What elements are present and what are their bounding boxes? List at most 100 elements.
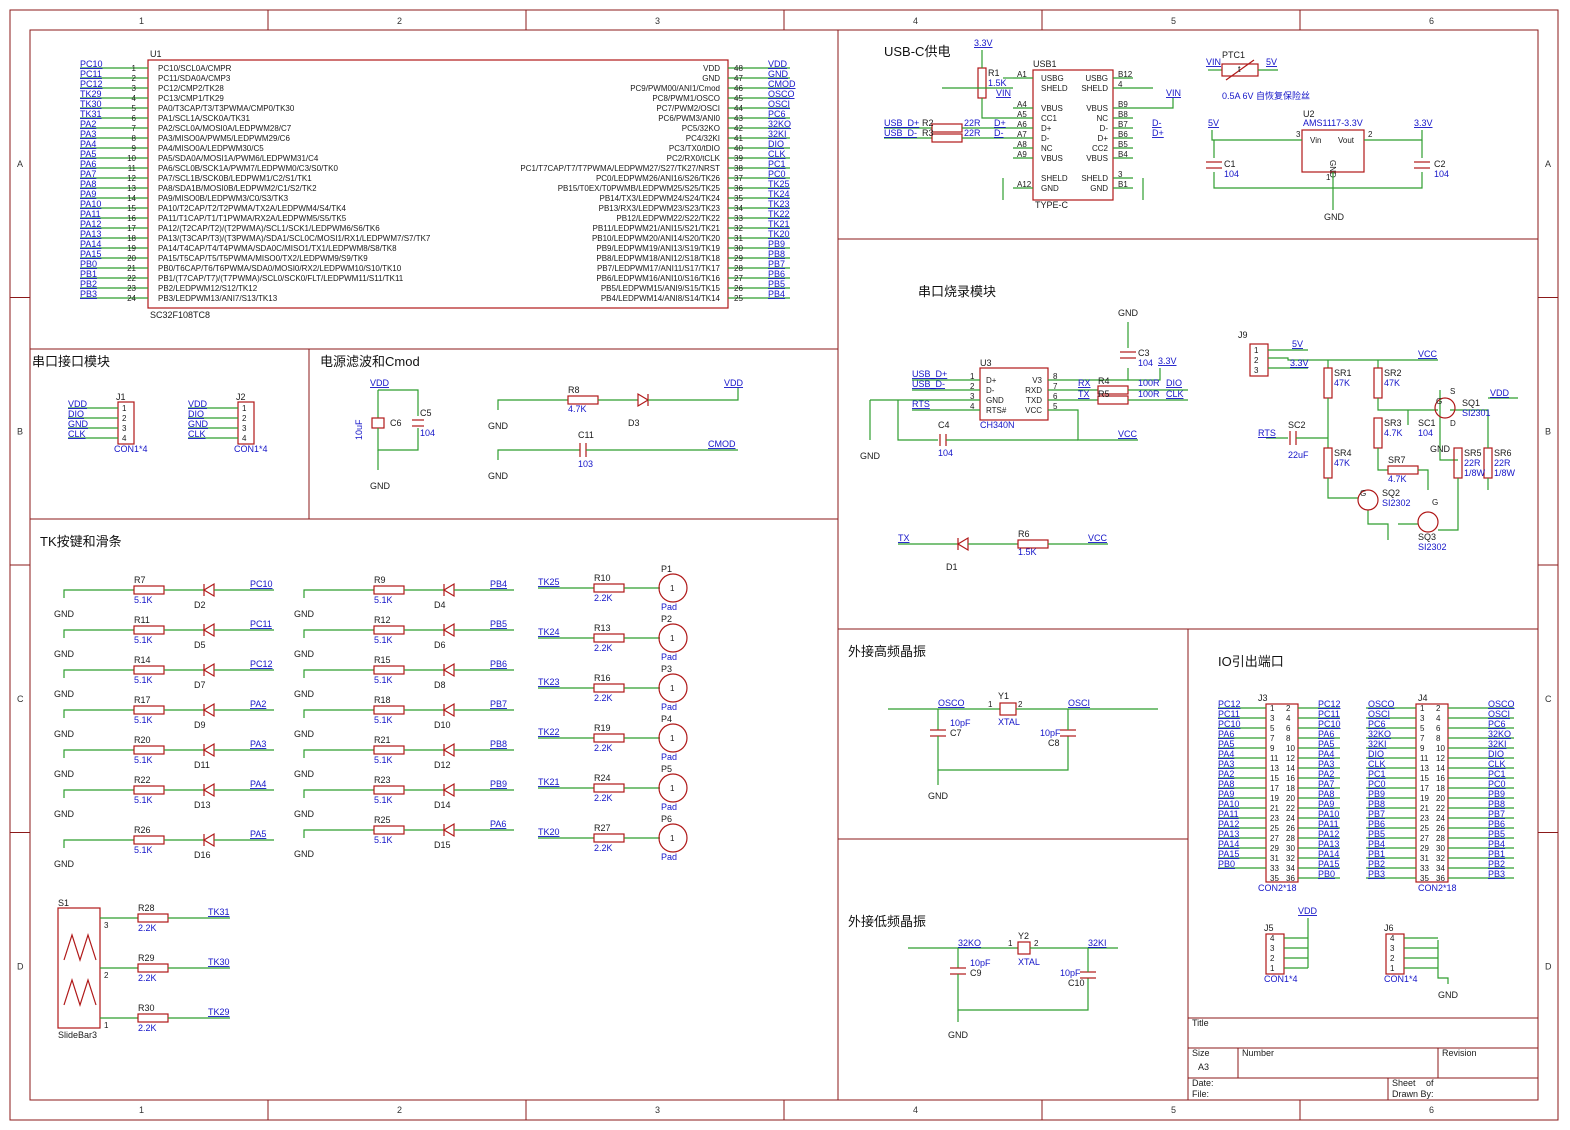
j3-left-net: PA3 xyxy=(1218,759,1234,769)
led-row-wire xyxy=(63,709,134,718)
j9-num: 1 xyxy=(1254,346,1259,355)
usb-left-pin: D- xyxy=(1041,134,1050,143)
led-diode xyxy=(442,582,455,598)
hf-c7-val: 10pF xyxy=(950,718,971,728)
usb-right-num: B4 xyxy=(1118,150,1128,159)
j4-right-net: PB5 xyxy=(1488,829,1505,839)
lf-y2: Y2 xyxy=(1018,931,1029,941)
tx-led-vcc: VCC xyxy=(1088,533,1108,543)
mcu-right-num: 41 xyxy=(734,134,743,143)
mcu-left-pin: PB1/(T7CAP/T7)/(T7PWMA)/SCL0/SCK0/FLT/LE… xyxy=(158,274,404,283)
pad-num: 1 xyxy=(670,584,675,593)
led-net: PA4 xyxy=(250,779,266,789)
pad-ref: P2 xyxy=(661,614,672,624)
j3-num-l: 21 xyxy=(1270,804,1279,813)
uart-if-num: 1 xyxy=(242,404,247,413)
mcu-left-net: TK31 xyxy=(80,109,102,119)
mcu-left-num: 6 xyxy=(132,114,137,123)
mcu-left-pin: PA0/T3CAP/T3/T3PWMA/CMP0/TK30 xyxy=(158,104,295,113)
mcu-left-net: PA8 xyxy=(80,179,96,189)
led-r-val: 5.1K xyxy=(134,635,153,645)
ptc-desc: 0.5A 6V 自恢复保险丝 xyxy=(1222,90,1310,101)
sq1-vdd: VDD xyxy=(1490,388,1510,398)
section-title-lf-osc: 外接低频晶振 xyxy=(848,914,926,929)
auto-download-circuit: J9 5V 3.3V VCC SR1 47K xyxy=(1238,330,1518,552)
mcu-right-net: VDD xyxy=(768,59,788,69)
mcu-left-num: 18 xyxy=(127,234,136,243)
pad-net: TK24 xyxy=(538,627,560,637)
ch340-rpin: TXD xyxy=(1026,396,1042,405)
j5-ref: J5 xyxy=(1264,923,1274,933)
j4-num-l: 33 xyxy=(1420,864,1429,873)
pad-resistor xyxy=(593,633,625,643)
led-net: PB6 xyxy=(490,659,507,669)
lf-32ko: 32KO xyxy=(958,938,981,948)
pad-num: 1 xyxy=(670,734,675,743)
led-r-ref: R20 xyxy=(134,735,151,745)
mcu-left-net: PA9 xyxy=(80,189,96,199)
usb-r1 xyxy=(977,67,987,99)
ptc-t: t xyxy=(1238,64,1241,74)
sq2-ref: SQ2 xyxy=(1382,488,1400,498)
j4-left-net: PB3 xyxy=(1368,869,1385,879)
ch340-ref: U3 xyxy=(980,358,992,368)
section-title-hf-osc: 外接高频晶振 xyxy=(848,644,926,659)
sr4-val: 47K xyxy=(1334,458,1350,468)
led-diode xyxy=(202,622,215,638)
pf-vdd2: VDD xyxy=(724,378,744,388)
mcu-left-num: 7 xyxy=(132,124,137,133)
ldo-pin2: 2 xyxy=(1368,130,1373,139)
led-r-val: 5.1K xyxy=(374,595,393,605)
ch340-lpin: RTS# xyxy=(986,406,1007,415)
j3-num-r: 16 xyxy=(1286,774,1295,783)
mcu-left-num: 9 xyxy=(132,144,137,153)
j9-vcc: VCC xyxy=(1418,349,1438,359)
pad-resistor xyxy=(593,783,625,793)
pf-c11: C11 xyxy=(578,430,594,440)
mcu-left-net: PC10 xyxy=(80,59,103,69)
led-net: PA5 xyxy=(250,829,266,839)
j4-num-r: 36 xyxy=(1436,874,1445,883)
ch340-v33: 3.3V xyxy=(1158,356,1177,366)
mcu-right-pin: PB11/LEDPWM21/ANI15/S21/TK21 xyxy=(593,224,721,233)
pad-num: 1 xyxy=(670,684,675,693)
pad-num: 1 xyxy=(670,834,675,843)
j5-num: 3 xyxy=(1270,944,1275,953)
tx-led-d1: D1 xyxy=(946,562,958,572)
ruler-col-top: 6 xyxy=(1429,16,1434,26)
j4-num-l: 31 xyxy=(1420,854,1429,863)
slider-r-val: 2.2K xyxy=(138,1023,157,1033)
led-row-wire xyxy=(303,789,374,798)
mcu-right-pin: PB5/LEDPWM15/ANI9/S15/TK15 xyxy=(601,284,721,293)
tx-led-r6: R6 xyxy=(1018,529,1030,539)
sq3-g: G xyxy=(1432,498,1438,507)
ldo-gnd-label: GND xyxy=(1324,212,1345,222)
mcu-right-net: TK23 xyxy=(768,199,790,209)
j4-left-net: 32KI xyxy=(1368,739,1387,749)
ch340-lpin: D+ xyxy=(986,376,997,385)
j3-right-net: PA11 xyxy=(1318,819,1339,829)
led-row-wire xyxy=(63,839,134,848)
j5-part: CON1*4 xyxy=(1264,974,1298,984)
pad-resistor xyxy=(593,583,625,593)
hf-osci: OSCI xyxy=(1068,698,1090,708)
j4-right-net: PB1 xyxy=(1488,849,1505,859)
led-gnd: GND xyxy=(294,689,315,699)
mcu-right-num: 45 xyxy=(734,94,743,103)
uart-if-net: GND xyxy=(188,419,209,429)
usb-right-pin: SHELD xyxy=(1081,84,1108,93)
usb-ref: USB1 xyxy=(1033,59,1057,69)
lf-xtal: XTAL xyxy=(1018,957,1040,967)
usb-r2-val: 22R xyxy=(964,118,981,128)
mcu-right-num: 32 xyxy=(734,224,743,233)
tb-number: Number xyxy=(1242,1048,1274,1058)
mcu-left-num: 8 xyxy=(132,134,137,143)
usb-right-pin: NC xyxy=(1096,114,1108,123)
led-r-val: 5.1K xyxy=(374,715,393,725)
ch340-r4: R4 xyxy=(1098,376,1110,386)
mcu-left-num: 19 xyxy=(127,244,136,253)
j3-left-net: PC12 xyxy=(1218,699,1241,709)
